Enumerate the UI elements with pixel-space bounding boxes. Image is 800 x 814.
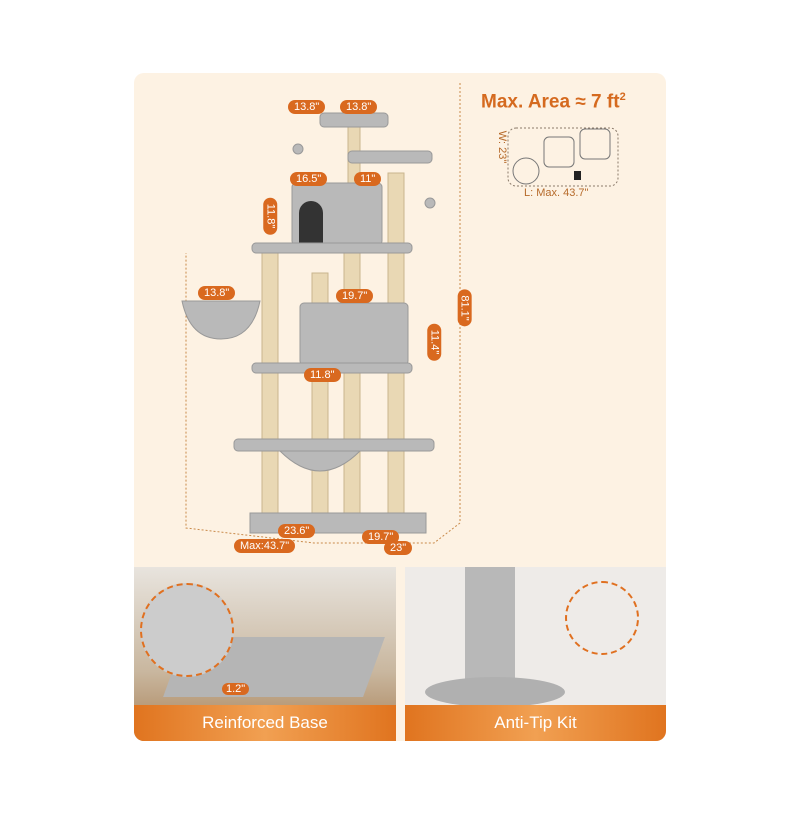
post — [261, 242, 279, 524]
dim-label: Max:43.7" — [234, 539, 296, 553]
post — [343, 232, 361, 524]
platform — [233, 438, 435, 452]
panel-caption: Anti-Tip Kit — [405, 705, 666, 741]
platform — [251, 242, 413, 254]
anti-tip-kit-photo: Anti-Tip Kit — [405, 567, 666, 741]
length-label: L: Max. 43.7" — [524, 187, 589, 199]
base — [249, 512, 427, 534]
pom-pom-toy — [292, 143, 304, 155]
basket — [181, 300, 261, 340]
area-outline — [507, 127, 619, 187]
dim-label: 19.7" — [336, 289, 374, 303]
condo-opening — [299, 201, 323, 245]
dim-label: 13.8" — [288, 100, 326, 114]
dim-label: 81.1" — [457, 289, 472, 327]
dim-label: 19.7" — [362, 530, 400, 544]
dim-label: 13.8" — [198, 286, 236, 300]
width-label: W: 23" — [496, 130, 509, 164]
area-basket — [512, 157, 540, 185]
dim-label: 11" — [354, 172, 382, 186]
dim-label: 1.2" — [222, 683, 250, 695]
panel-caption: Reinforced Base — [134, 705, 396, 741]
dim-label: 16.5" — [290, 172, 328, 186]
pom-pom-toy — [424, 197, 436, 209]
box-condo — [299, 302, 409, 366]
top-perch — [319, 112, 389, 128]
hammock — [278, 450, 362, 472]
dim-label: 23" — [384, 541, 413, 555]
dim-label: 11.8" — [263, 197, 278, 235]
cat-tree-illustration — [181, 83, 619, 544]
dim-label: 11.8" — [304, 368, 341, 382]
max-area-title: Max. Area ≈ 7 ft2 — [481, 91, 626, 113]
reinforced-base-photo: 1.2" Reinforced Base — [134, 567, 396, 741]
product-card: Max. Area ≈ 7 ft2 W: 23" L: Max. 43.7" 1… — [134, 73, 666, 741]
dim-label: 11.4" — [427, 323, 442, 361]
dim-label: 13.8" — [340, 100, 378, 114]
dim-label: 23.6" — [278, 524, 316, 538]
side-perch — [347, 150, 433, 164]
